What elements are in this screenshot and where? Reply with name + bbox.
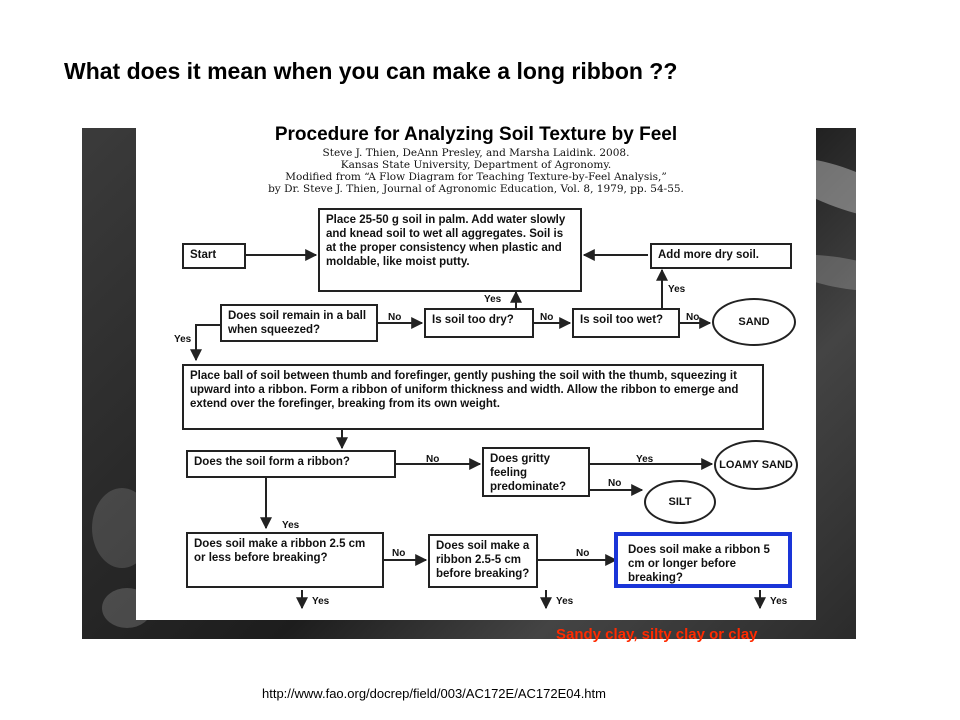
soil-texture-flowchart: Procedure for Analyzing Soil Texture by …: [136, 120, 816, 620]
too-dry-question: Is soil too dry?: [424, 308, 534, 338]
no-label: No: [608, 478, 622, 489]
yes-label: Yes: [556, 596, 574, 607]
yes-label: Yes: [312, 596, 330, 607]
too-wet-question: Is soil too wet?: [572, 308, 680, 338]
sand-result: SAND: [712, 298, 796, 346]
silt-result: SILT: [644, 480, 716, 524]
no-label: No: [540, 312, 554, 323]
place-ball-step: Place ball of soil between thumb and for…: [182, 364, 764, 430]
yes-label: Yes: [282, 520, 300, 531]
source-url: http://www.fao.org/docrep/field/003/AC17…: [262, 686, 606, 701]
slide-title: What does it mean when you can make a lo…: [64, 58, 678, 84]
credit-line: Steve J. Thien, DeAnn Presley, and Marsh…: [322, 147, 630, 159]
form-ribbon-question: Does the soil form a ribbon?: [186, 450, 396, 478]
add-dry-soil-step: Add more dry soil.: [650, 243, 792, 269]
no-label: No: [686, 312, 700, 323]
credit-line: Modified from “A Flow Diagram for Teachi…: [285, 171, 667, 183]
ribbon-mid-question: Does soil make a ribbon 2.5-5 cm before …: [428, 534, 538, 588]
flowchart-title: Procedure for Analyzing Soil Texture by …: [274, 124, 678, 145]
flow-arrows: [190, 249, 766, 610]
yes-label: Yes: [484, 294, 502, 305]
ribbon-long-highlight: [614, 532, 792, 588]
place-soil-step: Place 25-50 g soil in palm. Add water sl…: [318, 208, 582, 292]
yes-label: Yes: [636, 454, 654, 465]
no-label: No: [426, 454, 440, 465]
no-label: No: [576, 548, 590, 559]
no-label: No: [388, 312, 402, 323]
no-label: No: [392, 548, 406, 559]
remain-ball-question: Does soil remain in a ball when squeezed…: [220, 304, 378, 342]
credit-line: Kansas State University, Department of A…: [340, 159, 612, 171]
yes-label: Yes: [770, 596, 788, 607]
loamy-sand-result: LOAMY SAND: [714, 440, 798, 490]
yes-label: Yes: [174, 334, 192, 345]
ribbon-short-question: Does soil make a ribbon 2.5 cm or less b…: [186, 532, 384, 588]
soil-class-caption: Sandy clay, silty clay or clay: [556, 626, 758, 643]
yes-label: Yes: [668, 284, 686, 295]
start-node: Start: [182, 243, 246, 269]
ribbon-long-question: Does soil make a ribbon 5 cm or longer b…: [620, 538, 786, 584]
gritty-question: Does gritty feeling predominate?: [482, 447, 590, 497]
credit-line: by Dr. Steve J. Thien, Journal of Agrono…: [268, 183, 684, 195]
